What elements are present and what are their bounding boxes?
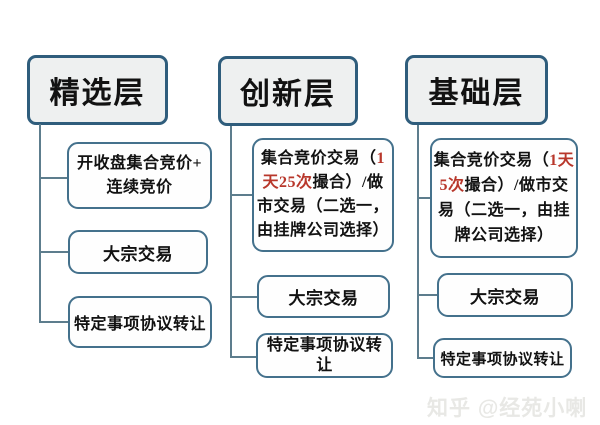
node-special-matter-agreement-transfer: 特定事项协议转让 xyxy=(68,296,212,348)
tier-box-select-layer: 精选层 xyxy=(27,55,168,125)
tier-box-innovation-layer: 创新层 xyxy=(218,56,358,126)
tier-box-base-layer: 基础层 xyxy=(405,55,548,125)
connector-line-stub xyxy=(230,356,257,358)
node-block-trade: 大宗交易 xyxy=(437,273,573,317)
connector-line-stub xyxy=(417,357,434,359)
connector-line-stub xyxy=(417,197,431,199)
watermark-zhihu: 知乎 @经苑小喇叭 xyxy=(427,397,588,420)
connector-line-vertical xyxy=(230,126,232,358)
connector-line-stub xyxy=(39,177,68,179)
connector-line-stub xyxy=(230,194,253,196)
node-block-trade: 大宗交易 xyxy=(68,230,208,274)
connector-line-stub xyxy=(39,251,68,253)
connector-line-stub xyxy=(230,296,258,298)
connector-line-stub xyxy=(417,294,438,296)
node-special-matter-agreement-transfer: 特定事项协议转让 xyxy=(433,338,572,378)
connector-line-vertical xyxy=(417,125,419,358)
connector-line-vertical xyxy=(39,124,41,322)
node-block-trade: 大宗交易 xyxy=(257,275,390,318)
connector-line-stub xyxy=(39,321,68,323)
node-open-close-call-auction-continuous-auction: 开收盘集合竞价+连续竞价 xyxy=(67,142,212,209)
node-special-matter-agreement-transfer: 特定事项协议转让 xyxy=(256,333,393,378)
